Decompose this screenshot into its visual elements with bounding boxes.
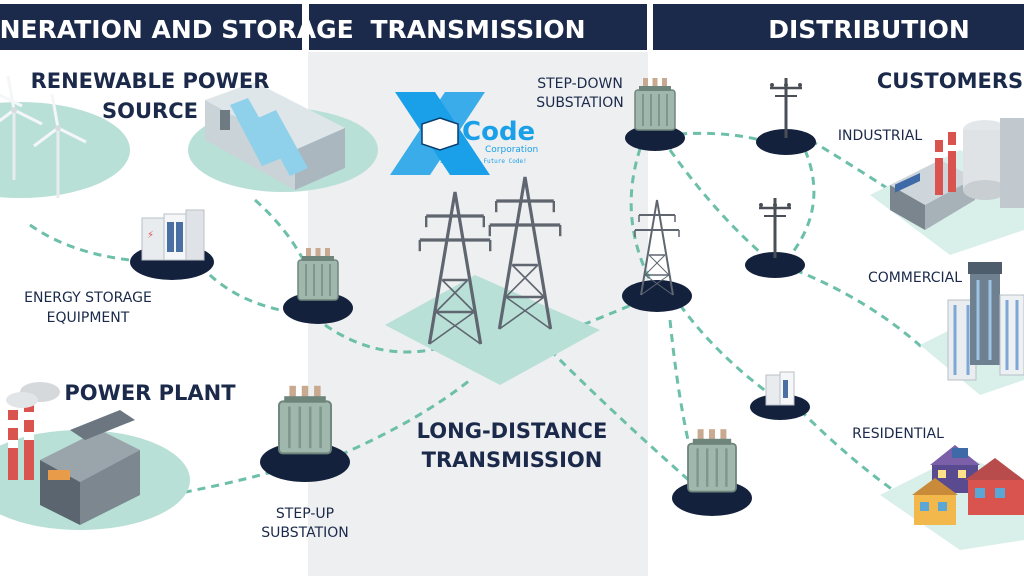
svg-text:⚡: ⚡ — [147, 230, 154, 241]
header-distribution — [653, 4, 1024, 50]
header-generation-text: GENERATION AND STORAGE — [0, 15, 354, 44]
stepdown-base — [625, 125, 685, 151]
label-industrial: INDUSTRIAL — [838, 128, 923, 144]
header-distribution-text: DISTRIBUTION — [768, 15, 970, 44]
battery-icon — [765, 371, 795, 406]
watermark-logo: Code Corporation Sustainable Future Code… — [390, 92, 538, 175]
house-icon — [912, 445, 1024, 525]
dist-storage-base — [750, 394, 810, 420]
pole-base-2 — [745, 252, 805, 278]
transmission-platform — [385, 275, 600, 385]
label-storage-1: ENERGY STORAGE — [24, 290, 152, 306]
label-power-plant: POWER PLANT — [64, 381, 236, 405]
label-stepup-1: STEP-UP — [276, 506, 334, 522]
label-stepup-2: SUBSTATION — [261, 525, 349, 541]
watermark-brand: Code — [462, 117, 535, 147]
label-renewable-2: SOURCE — [102, 99, 198, 123]
label-longdist-1: LONG-DISTANCE — [417, 419, 608, 443]
label-commercial: COMMERCIAL — [868, 270, 962, 286]
office-building-icon — [947, 262, 1024, 381]
label-renewable-1: RENEWABLE POWER — [31, 69, 270, 93]
watermark-sub: Corporation — [485, 145, 538, 155]
label-residential: RESIDENTIAL — [852, 426, 944, 442]
factory-icon — [890, 118, 1024, 230]
header-transmission-text: TRANSMISSION — [370, 15, 585, 44]
watermark-tagline: Sustainable Future Code! — [440, 158, 527, 165]
pole-base-1 — [756, 129, 816, 155]
label-stepdown-2: SUBSTATION — [536, 95, 624, 111]
header-generation — [0, 4, 302, 50]
label-stepdown-1: STEP-DOWN — [537, 76, 623, 92]
battery-icon: ⚡ — [141, 209, 205, 261]
label-storage-2: EQUIPMENT — [47, 310, 130, 326]
wind-platform — [0, 102, 130, 198]
factory-icon — [6, 382, 140, 525]
label-customers: CUSTOMERS — [877, 69, 1023, 93]
header-transmission — [309, 4, 647, 50]
label-longdist-2: TRANSMISSION — [422, 448, 603, 472]
hydro-dam-icon — [205, 82, 345, 190]
dist-tower-base — [622, 280, 692, 312]
